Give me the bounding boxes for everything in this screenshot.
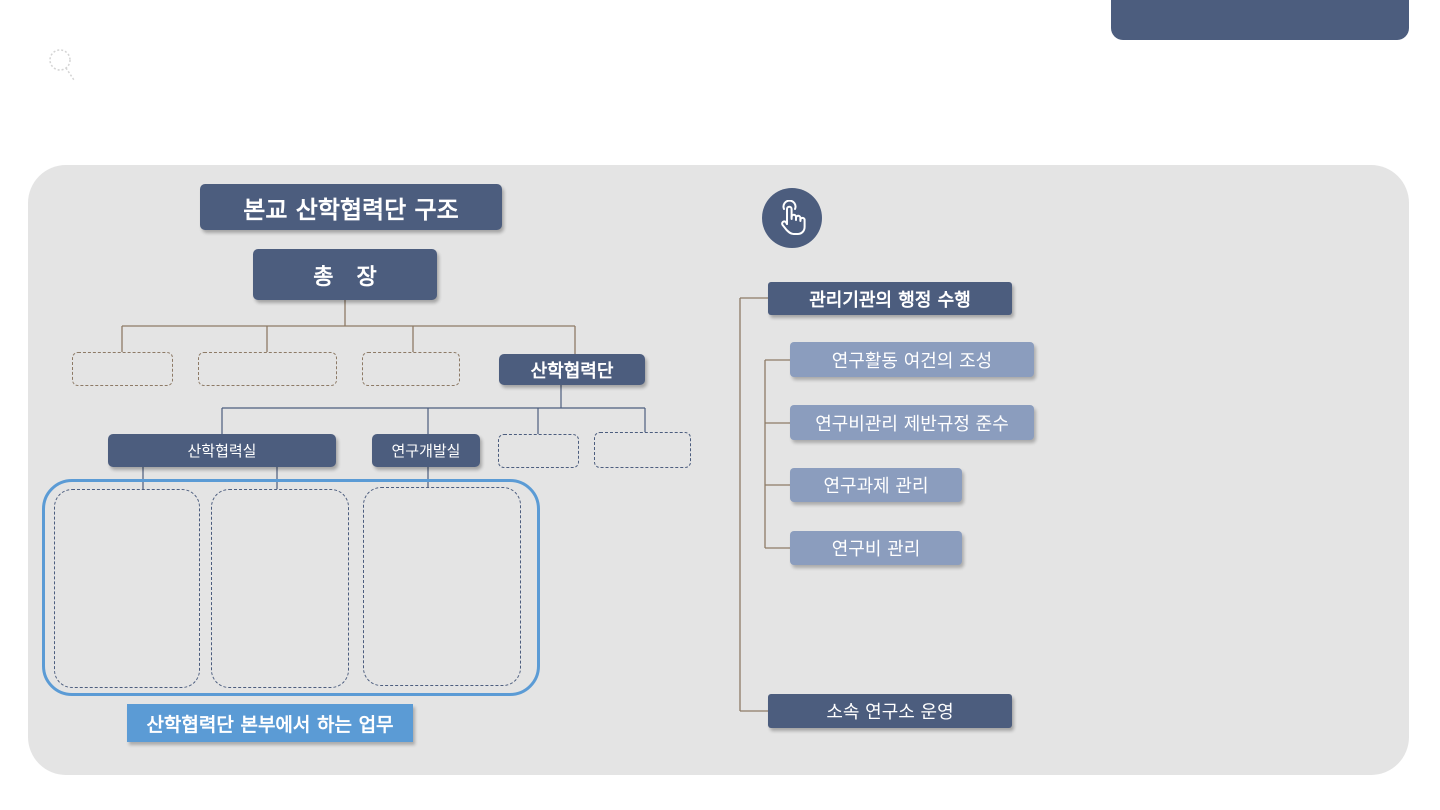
empty-unit-box bbox=[362, 352, 460, 386]
bottom-role-box: 소속 연구소 운영 bbox=[768, 694, 1012, 728]
work-column bbox=[211, 489, 349, 688]
empty-sub-unit-box bbox=[498, 434, 579, 468]
foundation-box: 산학협력단 bbox=[499, 354, 645, 385]
president-box: 총 장 bbox=[253, 249, 437, 300]
sub-role-box: 연구과제 관리 bbox=[790, 468, 962, 502]
sub-role-box: 연구활동 여건의 조성 bbox=[790, 342, 1034, 377]
work-caption: 산학협력단 본부에서 하는 업무 bbox=[127, 704, 413, 742]
work-group-frame bbox=[42, 479, 540, 696]
rnd-office-box: 연구개발실 bbox=[372, 434, 480, 467]
industry-cooperation-office-box: 산학협력실 bbox=[108, 434, 336, 467]
pointing-hand-icon[interactable] bbox=[762, 188, 822, 248]
search-icon bbox=[46, 44, 78, 84]
empty-sub-unit-box bbox=[594, 432, 691, 468]
org-chart-title: 본교 산학협력단 구조 bbox=[200, 184, 502, 230]
empty-unit-box bbox=[72, 352, 173, 386]
empty-unit-box bbox=[198, 352, 337, 386]
sub-role-box: 연구비 관리 bbox=[790, 531, 962, 565]
work-column bbox=[54, 489, 200, 688]
sub-role-box: 연구비관리 제반규정 준수 bbox=[790, 405, 1034, 440]
top-header-tab bbox=[1111, 0, 1409, 40]
work-column bbox=[363, 487, 521, 686]
main-role-box: 관리기관의 행정 수행 bbox=[768, 282, 1012, 315]
